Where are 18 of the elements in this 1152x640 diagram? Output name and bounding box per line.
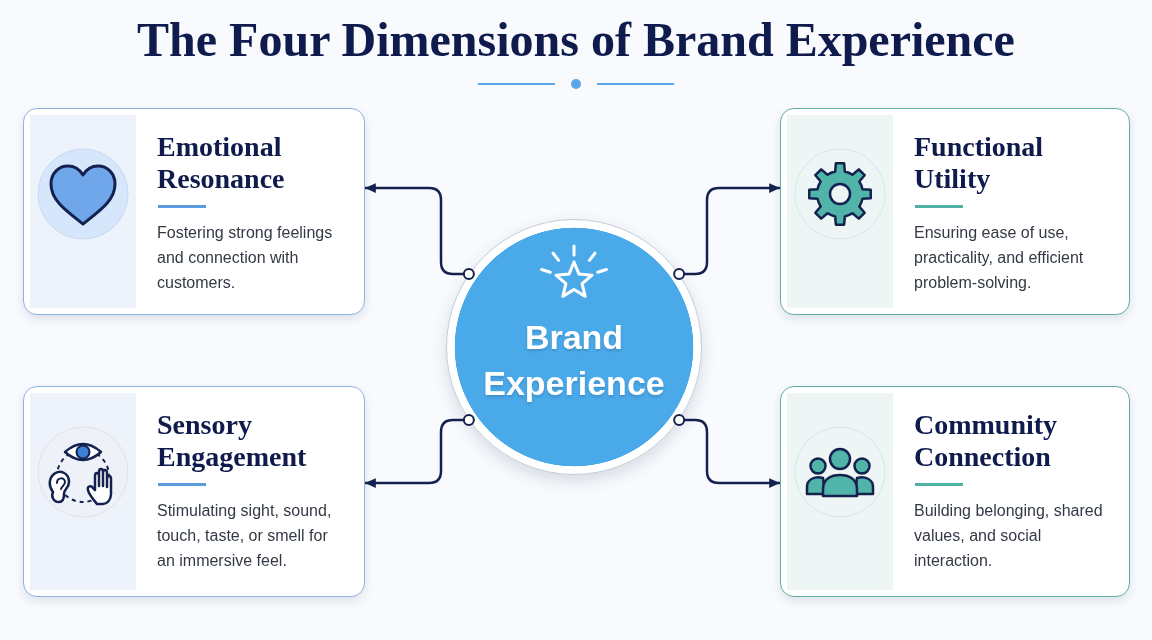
dimension-card — [23, 108, 365, 315]
card-heading: Functional Utility — [914, 131, 1045, 195]
card-description: Building belonging, shared values, and social interaction. — [914, 500, 1104, 571]
card-description: Fostering strong feelings and connection with customers. — [157, 222, 334, 293]
hub-label: Brand Experience — [482, 317, 666, 404]
card-description: Stimulating sight, sound, touch, taste, or smell for an immersive feel. — [157, 500, 333, 571]
card-heading: Emotional Resonance — [157, 131, 286, 195]
dimension-card — [23, 386, 365, 597]
diagram-title: The Four Dimensions of Brand Experience — [137, 12, 1015, 68]
connector-arrow — [365, 414, 475, 488]
card-description: Ensuring ease of use, practicality, and efficient problem-solving. — [914, 222, 1085, 293]
dimension-card — [780, 386, 1130, 597]
connector-arrow — [673, 414, 780, 488]
card-heading: Community Connection — [914, 409, 1059, 473]
dimension-card — [780, 108, 1130, 315]
card-heading: Sensory Engagement — [157, 409, 308, 473]
connector-arrow — [365, 183, 475, 280]
connector-arrow — [673, 183, 780, 280]
